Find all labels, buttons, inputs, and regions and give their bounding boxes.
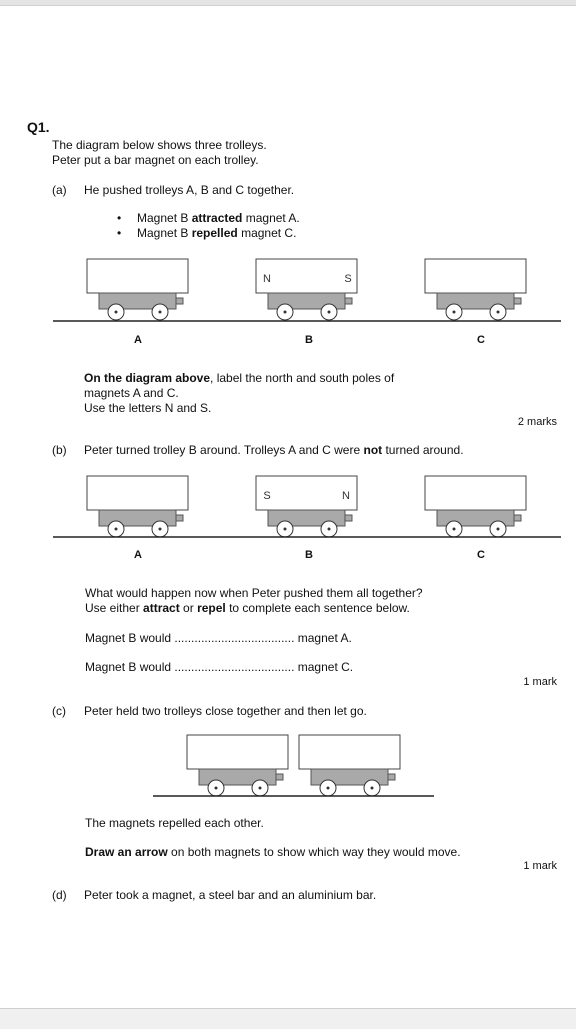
text: Use either (85, 601, 144, 615)
bottom-page-edge (0, 1008, 576, 1029)
intro-line-1: The diagram below shows three trolleys. (52, 138, 267, 152)
trolley-label-c: C (477, 549, 485, 561)
trolley-a: A (86, 475, 189, 561)
trolley-b: N S B (255, 258, 358, 346)
trolley-hook (513, 297, 522, 305)
sentence-magnet-a: Magnet B would .........................… (85, 631, 352, 646)
magnet-b-pole-right: S (344, 273, 351, 285)
magnet-b (255, 475, 358, 511)
bullet-bold: repelled (191, 226, 238, 240)
trolley-label-c: C (477, 334, 485, 346)
top-page-edge (0, 0, 576, 6)
part-b-text-pre: Peter turned trolley B around. Trolleys … (84, 443, 364, 457)
bullet-text: magnet A. (242, 211, 300, 225)
trolley-hook (175, 514, 184, 522)
part-b-text-post: turned around. (382, 443, 464, 457)
bullet-item: Magnet B attracted magnet A. (117, 211, 300, 226)
text: to complete each sentence below. (225, 601, 410, 615)
bullet-text: magnet C. (237, 226, 297, 240)
trolley-label-a: A (134, 334, 142, 346)
bullet-text: Magnet B (137, 211, 192, 225)
trolley-hook (387, 773, 396, 781)
part-c-text: Peter held two trolleys close together a… (84, 704, 367, 718)
trolley-label-a: A (134, 549, 142, 561)
part-c-note: The magnets repelled each other. (85, 816, 264, 830)
bullet-item: Magnet B repelled magnet C. (117, 226, 300, 241)
instruction-text: on both magnets to show which way they w… (167, 845, 461, 859)
magnet-right[interactable] (298, 734, 401, 770)
magnet-c (424, 475, 527, 511)
part-b-question-line-2: Use either attract or repel to complete … (85, 601, 410, 616)
part-b-text: Peter turned trolley B around. Trolleys … (84, 443, 464, 458)
diagram-a: A N S B C (53, 258, 561, 346)
part-a-marks: 2 marks (517, 416, 557, 428)
part-a-instruction-line-3: Use the letters N and S. (84, 401, 212, 415)
part-a-label: (a) (52, 183, 67, 197)
part-c-instruction: Draw an arrow on both magnets to show wh… (85, 845, 461, 860)
sentence-text: magnet C. (294, 660, 354, 674)
magnet-c (424, 258, 527, 294)
diagram-b: A S N B C (53, 475, 561, 561)
sentence-magnet-c: Magnet B would .........................… (85, 660, 353, 675)
magnet-b-pole-right: N (342, 490, 350, 502)
instruction-text: , label the north and south poles of (210, 371, 395, 385)
question-number: Q1. (27, 119, 50, 135)
diagram-c[interactable] (0, 731, 576, 801)
part-a-bullet-list: Magnet B attracted magnet A. Magnet B re… (117, 211, 300, 241)
part-a-instruction-line-1: On the diagram above, label the north an… (84, 371, 394, 386)
answer-blank-c[interactable]: .................................... (174, 660, 295, 674)
part-b-marks: 1 mark (523, 676, 557, 688)
attract-word: attract (143, 601, 180, 615)
part-b-question-line-1: What would happen now when Peter pushed … (85, 586, 423, 600)
bullet-text: Magnet B (137, 226, 192, 240)
trolley-label-b: B (305, 334, 313, 346)
trolley-label-b: B (305, 549, 313, 561)
trolley-hook (344, 514, 353, 522)
sentence-text: Magnet B would (85, 660, 175, 674)
magnet-b (255, 258, 358, 294)
trolley-b: S N B (255, 475, 358, 561)
trolley-right (298, 734, 401, 797)
part-d-text: Peter took a magnet, a steel bar and an … (84, 888, 377, 902)
magnet-b-pole-left: S (263, 490, 270, 502)
trolley-hook (344, 297, 353, 305)
trolley-hook (175, 297, 184, 305)
trolley-left (186, 734, 289, 797)
magnet-left[interactable] (186, 734, 289, 770)
trolley-hook (275, 773, 284, 781)
part-a-instruction-line-2: magnets A and C. (84, 386, 179, 400)
trolley-c: C (424, 258, 527, 346)
text: or (179, 601, 198, 615)
part-b-label: (b) (52, 443, 67, 457)
repel-word: repel (197, 601, 226, 615)
part-b-text-bold: not (363, 443, 383, 457)
bullet-bold: attracted (191, 211, 243, 225)
part-d-label: (d) (52, 888, 67, 902)
magnet-a (86, 475, 189, 511)
answer-blank-a[interactable]: .................................... (174, 631, 295, 645)
trolley-a: A (86, 258, 189, 346)
trolley-c: C (424, 475, 527, 561)
intro-line-2: Peter put a bar magnet on each trolley. (52, 153, 259, 167)
instruction-bold: Draw an arrow (85, 845, 168, 859)
sentence-text: Magnet B would (85, 631, 175, 645)
magnet-b-pole-left: N (263, 273, 271, 285)
part-c-label: (c) (52, 704, 66, 718)
trolley-hook (513, 514, 522, 522)
magnet-a (86, 258, 189, 294)
sentence-text: magnet A. (294, 631, 352, 645)
instruction-bold: On the diagram above (84, 371, 211, 385)
part-a-text: He pushed trolleys A, B and C together. (84, 183, 295, 197)
part-c-marks: 1 mark (523, 860, 557, 872)
